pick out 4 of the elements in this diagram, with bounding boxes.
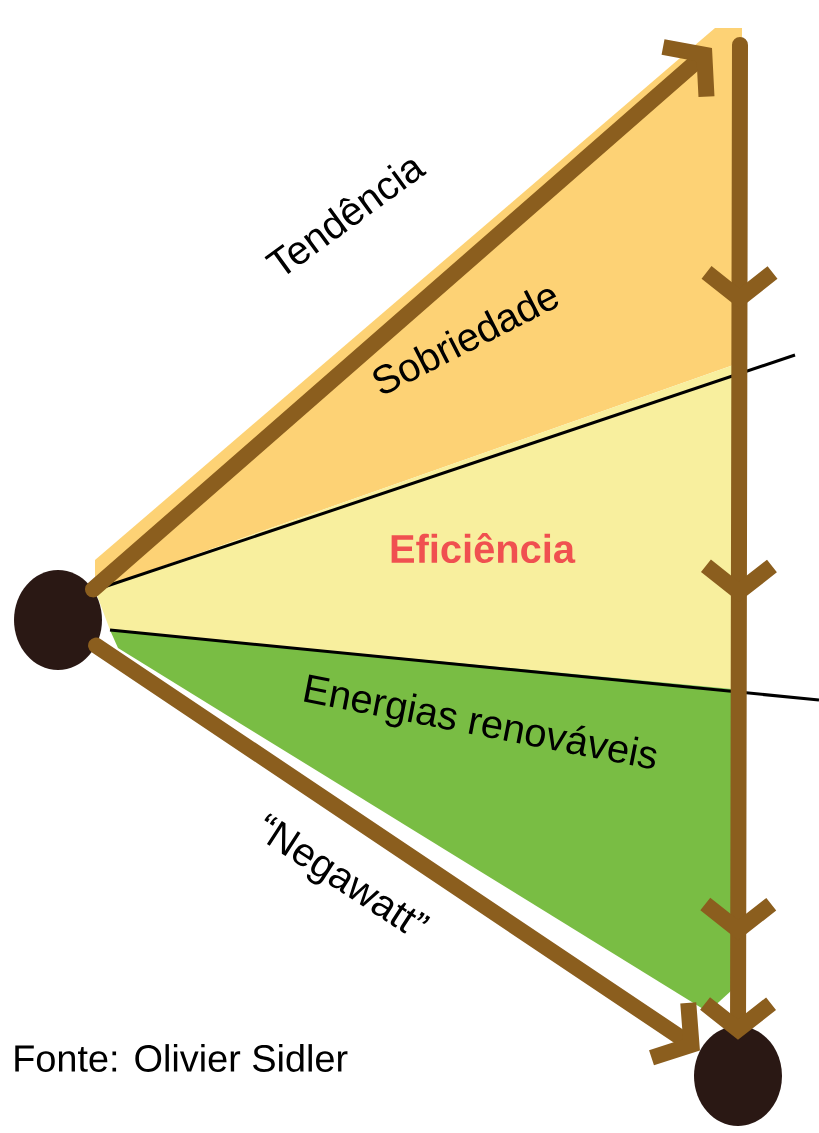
dot <box>694 1026 782 1126</box>
source-note: Fonte: Olivier Sidler <box>15 1044 348 1072</box>
arrow <box>88 637 700 1066</box>
dot <box>14 570 102 670</box>
